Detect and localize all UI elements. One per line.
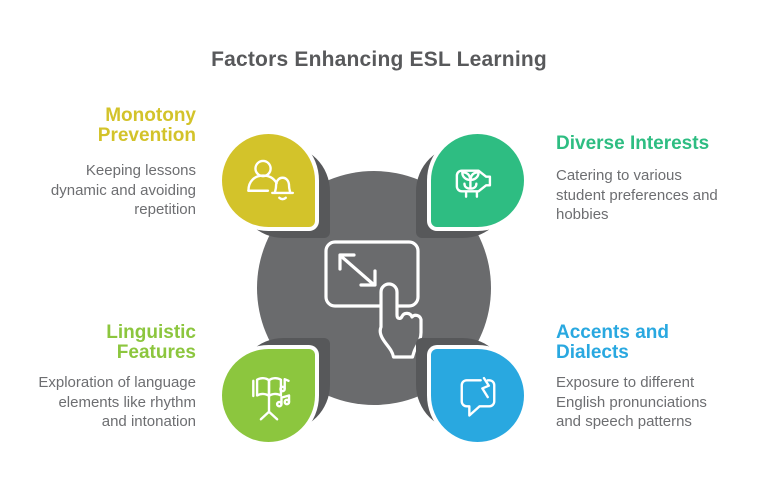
person-bell-icon [246, 159, 294, 200]
heading-monotony-prevention: Monotony Prevention [97, 105, 196, 146]
pointing-hand-icon [378, 282, 423, 359]
description-diverse-interests: Catering to various student preferences … [556, 167, 718, 223]
music-stand-icon [251, 376, 290, 420]
description-monotony-prevention: Keeping lessons dynamic and avoiding rep… [50, 162, 196, 218]
teardrop-diverse-interests [431, 134, 524, 227]
page-title: Factors Enhancing ESL Learning [211, 48, 547, 71]
heading-accents-dialects: Accents and Dialects [556, 322, 669, 363]
cracked-speech-bubble-icon [460, 376, 495, 417]
teardrop-monotony-prevention [222, 134, 315, 227]
planter-sprout-icon [455, 169, 491, 198]
heading-diverse-interests: Diverse Interests [556, 133, 710, 154]
teardrop-linguistic-features [222, 349, 315, 442]
touch-expand-icon [324, 240, 423, 359]
description-accents-dialects: Exposure to different English pronunciat… [556, 374, 707, 430]
description-linguistic-features: Exploration of language elements like rh… [38, 374, 196, 430]
teardrop-accents-dialects [431, 349, 524, 442]
heading-linguistic-features: Linguistic Features [106, 322, 196, 363]
